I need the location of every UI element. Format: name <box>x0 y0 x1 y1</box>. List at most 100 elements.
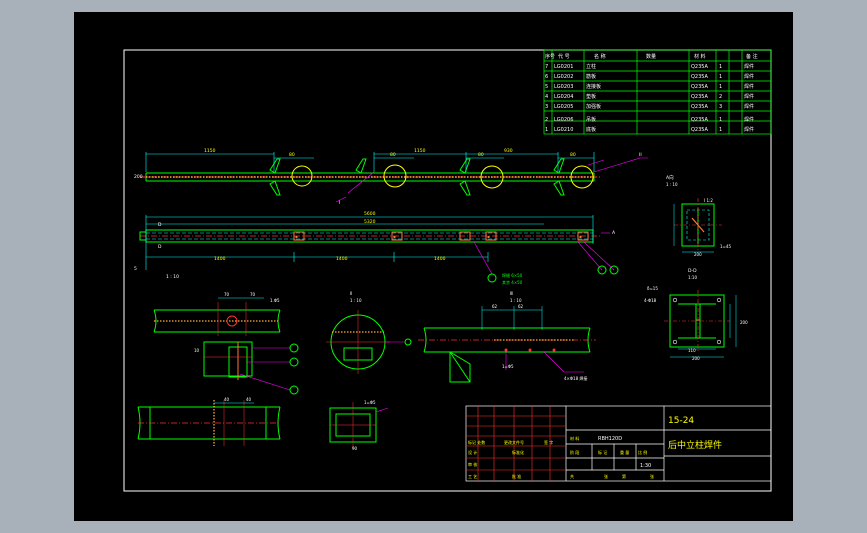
bom-header-cell: 序号 <box>545 53 555 60</box>
bom-table <box>543 49 772 135</box>
svg-text:1=45: 1=45 <box>720 244 731 249</box>
drawing-title: 后中立柱焊件 <box>668 439 722 451</box>
bom-cell-mat: Q235A <box>691 84 708 90</box>
svg-text:62: 62 <box>492 304 498 309</box>
bom-cell-name: 垫板 <box>586 93 596 100</box>
material-label: RBH120D <box>598 436 622 442</box>
section-a-label: A向 <box>666 174 674 181</box>
svg-text:▪: ▪ <box>487 234 490 239</box>
bom-cell-qty: 1 <box>719 74 722 80</box>
bom-cell-no: 1 <box>545 127 548 133</box>
svg-text:110: 110 <box>688 348 696 353</box>
svg-text:δ=15: δ=15 <box>647 286 658 291</box>
bom-cell-name: 吊板 <box>586 116 596 123</box>
bom-cell-code: LG0205 <box>554 104 573 110</box>
bom-cell-mat: Q235A <box>691 127 708 133</box>
bom-cell-note: 焊件 <box>744 93 754 100</box>
detail-bottom-middle: 1=Φ5 90 <box>329 400 389 451</box>
svg-text:▪: ▪ <box>579 234 582 239</box>
bom-cell-code: LG0206 <box>554 117 573 123</box>
svg-text:A: A <box>612 230 616 236</box>
bom-cell-qty: 1 <box>719 117 722 123</box>
svg-text:200: 200 <box>740 320 748 325</box>
svg-text:1=Φ5: 1=Φ5 <box>364 400 376 405</box>
title-block <box>465 405 772 482</box>
svg-text:1 : 10: 1 : 10 <box>166 274 179 280</box>
bom-cell-no: 6 <box>545 74 548 80</box>
bom-cell-mat: Q235A <box>691 104 708 110</box>
bom-header-cell: 代 号 <box>558 53 570 60</box>
bom-cell-code: LG0204 <box>554 94 573 100</box>
bom-cell-qty: 1 <box>719 64 722 70</box>
dim-overall: 5600 <box>364 211 376 217</box>
svg-text:1.Φ5: 1.Φ5 <box>270 298 280 303</box>
svg-text:张: 张 <box>650 473 654 479</box>
svg-text:80: 80 <box>289 152 295 158</box>
svg-text:1400: 1400 <box>214 256 226 262</box>
svg-text:工 艺: 工 艺 <box>468 474 477 479</box>
svg-text:1150: 1150 <box>414 148 426 154</box>
bom-cell-code: LG0210 <box>554 127 573 133</box>
bom-cell-name: 筋板 <box>586 73 596 80</box>
svg-text:5320: 5320 <box>364 219 376 225</box>
svg-text:重 量: 重 量 <box>620 449 629 455</box>
drawing-number: 15-24 <box>668 416 694 426</box>
bom-cell-qty: 1 <box>719 127 722 133</box>
bom-cell-note: 焊件 <box>744 103 754 110</box>
bom-cell-note: 焊件 <box>744 83 754 90</box>
svg-text:材 料: 材 料 <box>570 435 579 441</box>
section-a-view: A向 1 : 10 Ⅰ 1:2 200 1=45 <box>666 174 731 257</box>
svg-text:70: 70 <box>224 292 230 297</box>
svg-text:930: 930 <box>504 148 513 154</box>
svg-text:II: II <box>639 152 642 158</box>
svg-text:其余 4×50: 其余 4×50 <box>502 279 523 285</box>
svg-text:1=Φ5: 1=Φ5 <box>502 364 514 369</box>
svg-text:200: 200 <box>134 174 143 180</box>
svg-text:设 计: 设 计 <box>468 449 477 455</box>
bom-cell-name: 加强板 <box>586 103 601 110</box>
section-dd-label: D-D <box>688 268 697 274</box>
svg-text:标准化: 标准化 <box>512 449 524 455</box>
svg-text:张: 张 <box>604 473 608 479</box>
bom-cell-note: 焊件 <box>744 126 754 133</box>
bom-cell-no: 5 <box>545 84 548 90</box>
bom-cell-no: 7 <box>545 64 548 70</box>
svg-text:62: 62 <box>518 304 524 309</box>
svg-text:阶 段: 阶 段 <box>570 449 579 455</box>
bom-cell-name: 连接板 <box>586 83 601 90</box>
bom-cell-qty: 3 <box>719 104 722 110</box>
svg-text:4×Φ18 焊接: 4×Φ18 焊接 <box>564 375 587 381</box>
svg-text:标 记: 标 记 <box>598 449 607 455</box>
svg-text:批 准: 批 准 <box>512 473 521 479</box>
svg-text:80: 80 <box>478 152 484 158</box>
svg-text:1 : 10: 1 : 10 <box>510 298 522 303</box>
svg-text:D: D <box>158 244 162 250</box>
svg-text:5: 5 <box>134 266 137 272</box>
svg-text:200: 200 <box>694 252 702 257</box>
bom-cell-note: 焊件 <box>744 116 754 123</box>
svg-text:审 核: 审 核 <box>468 461 477 467</box>
bom-cell-mat: Q235A <box>691 94 708 100</box>
svg-text:D: D <box>158 222 162 228</box>
bom-cell-code: LG0202 <box>554 74 573 80</box>
svg-text:1 : 10: 1 : 10 <box>350 298 362 303</box>
svg-text:Ⅱ: Ⅱ <box>350 291 352 296</box>
bom-cell-no: 3 <box>545 104 548 110</box>
svg-text:1400: 1400 <box>336 256 348 262</box>
bom-cell-mat: Q235A <box>691 64 708 70</box>
bom-header-cell: 备 注 <box>746 53 758 60</box>
bom-cell-no: 4 <box>545 94 548 100</box>
bom-cell-code: LG0203 <box>554 84 573 90</box>
bom-cell-qty: 2 <box>719 94 722 100</box>
svg-text:90: 90 <box>352 446 358 451</box>
bom-header-cell: 数量 <box>646 53 656 60</box>
svg-text:标记 处数: 标记 处数 <box>468 439 485 445</box>
bom-cell-mat: Q235A <box>691 117 708 123</box>
svg-text:I: I <box>339 200 340 206</box>
circular-section: Ⅱ 1 : 10 <box>326 291 412 374</box>
